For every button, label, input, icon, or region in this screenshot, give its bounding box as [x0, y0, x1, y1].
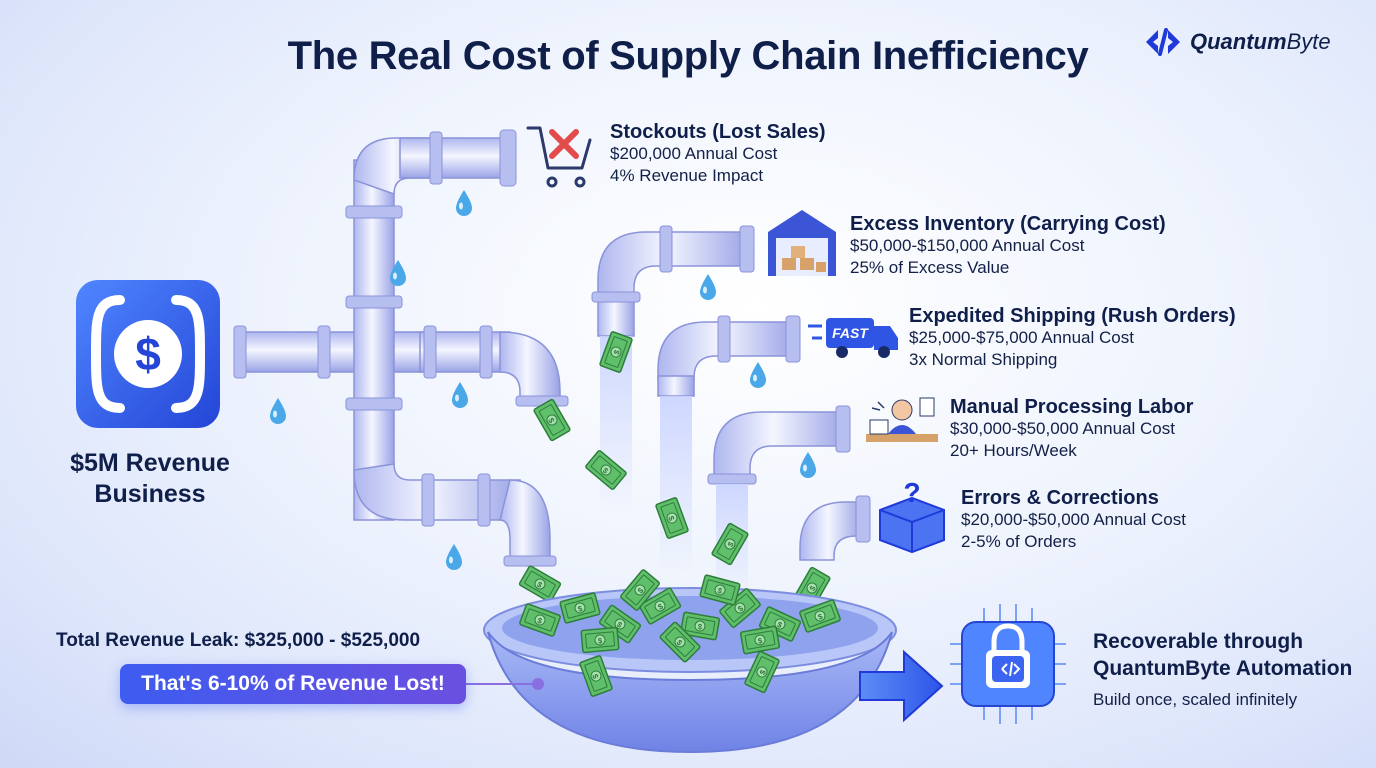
svg-text:?: ?: [903, 477, 920, 508]
fast-truck-icon: FAST: [808, 318, 898, 358]
cost-title: Errors & Corrections: [961, 487, 1159, 509]
dollar-bracket-icon: $: [76, 280, 220, 428]
cost-amount: $50,000-$150,000 Annual Cost: [850, 236, 1085, 255]
cost-title: Excess Inventory (Carrying Cost): [850, 213, 1166, 235]
cost-item-stockouts: Stockouts (Lost Sales) $200,000 Annual C…: [610, 121, 826, 187]
percent-lost-badge: That's 6-10% of Revenue Lost!: [120, 664, 466, 704]
cost-title: Manual Processing Labor: [950, 396, 1194, 418]
cost-item-errors: Errors & Corrections $20,000-$50,000 Ann…: [961, 487, 1186, 553]
cost-amount: $25,000-$75,000 Annual Cost: [909, 328, 1134, 347]
svg-text:$: $: [135, 328, 161, 380]
business-label-line2: Business: [94, 480, 206, 508]
quantumbyte-logo-icon: [1146, 28, 1180, 56]
cost-title: Expedited Shipping (Rush Orders): [909, 305, 1236, 327]
warehouse-icon: [768, 210, 836, 276]
cost-detail: 20+ Hours/Week: [950, 441, 1077, 460]
cost-detail: 25% of Excess Value: [850, 258, 1010, 277]
brand-name-part1: Quantum: [1190, 29, 1287, 54]
recover-subtitle: Build once, scaled infinitely: [1093, 690, 1298, 709]
cost-amount: $20,000-$50,000 Annual Cost: [961, 510, 1186, 529]
business-label: $5M Revenue Business: [40, 448, 260, 510]
brand-logo: QuantumByte: [1142, 24, 1331, 60]
cost-item-manual-labor: Manual Processing Labor $30,000-$50,000 …: [950, 396, 1193, 462]
cost-item-expedited-shipping: Expedited Shipping (Rush Orders) $25,000…: [909, 305, 1236, 371]
cart-x-icon: [526, 126, 592, 188]
cost-amount: $30,000-$50,000 Annual Cost: [950, 419, 1175, 438]
cost-title: Stockouts (Lost Sales): [610, 121, 826, 143]
recover-line2: QuantumByte Automation: [1093, 657, 1353, 680]
recover-block: Recoverable through QuantumByte Automati…: [1093, 628, 1352, 713]
cost-detail: 3x Normal Shipping: [909, 350, 1058, 369]
cost-item-excess-inventory: Excess Inventory (Carrying Cost) $50,000…: [850, 213, 1166, 279]
svg-text:FAST: FAST: [832, 325, 869, 341]
cost-detail: 2-5% of Orders: [961, 532, 1077, 551]
question-box-icon: ?: [879, 477, 945, 554]
lock-chip-icon: [950, 604, 1066, 724]
total-leak-text: Total Revenue Leak: $325,000 - $525,000: [56, 630, 421, 651]
business-label-line1: $5M Revenue: [70, 449, 230, 477]
brand-name-part2: Byte: [1286, 29, 1331, 54]
cost-amount: $200,000 Annual Cost: [610, 144, 778, 163]
cost-detail: 4% Revenue Impact: [610, 166, 764, 185]
stressed-worker-icon: [866, 397, 938, 442]
recover-line1: Recoverable through: [1093, 630, 1304, 653]
page-title: The Real Cost of Supply Chain Inefficien…: [287, 34, 1089, 78]
